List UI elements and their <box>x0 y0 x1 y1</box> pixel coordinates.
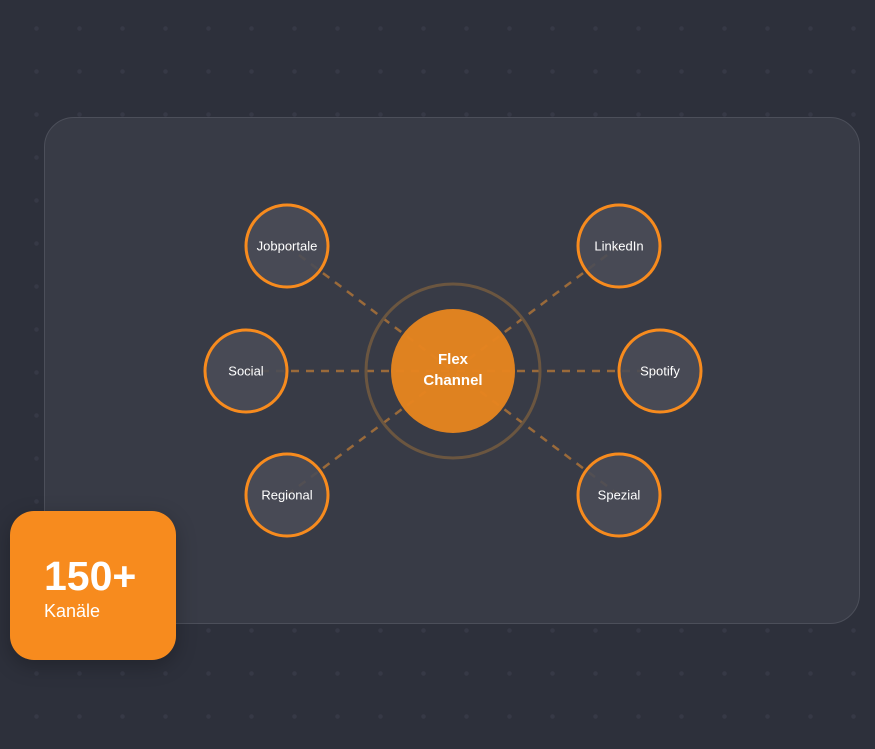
channel-node-jobportale[interactable]: Jobportale <box>244 203 330 289</box>
channel-node-social[interactable]: Social <box>203 328 289 414</box>
channel-count-value: 150+ <box>44 553 137 599</box>
channel-node-spezial[interactable]: Spezial <box>576 452 662 538</box>
channel-node-spotify[interactable]: Spotify <box>617 328 703 414</box>
channel-label: Jobportale <box>257 238 318 253</box>
channel-label: LinkedIn <box>594 238 643 253</box>
channel-label: Spotify <box>640 363 680 378</box>
hub-node[interactable]: Flex Channel <box>391 309 515 433</box>
channel-label: Social <box>228 363 264 378</box>
hub-label-line2: Channel <box>423 372 482 389</box>
channel-count-badge: 150+ Kanäle <box>10 511 176 660</box>
channel-label: Regional <box>261 487 312 502</box>
channel-count-label: Kanäle <box>44 601 101 621</box>
hub-outer-ring <box>364 282 542 460</box>
hub-label-line1: Flex <box>438 351 469 368</box>
channel-label: Spezial <box>598 487 641 502</box>
channel-node-regional[interactable]: Regional <box>244 452 330 538</box>
channel-node-linkedin[interactable]: LinkedIn <box>576 203 662 289</box>
